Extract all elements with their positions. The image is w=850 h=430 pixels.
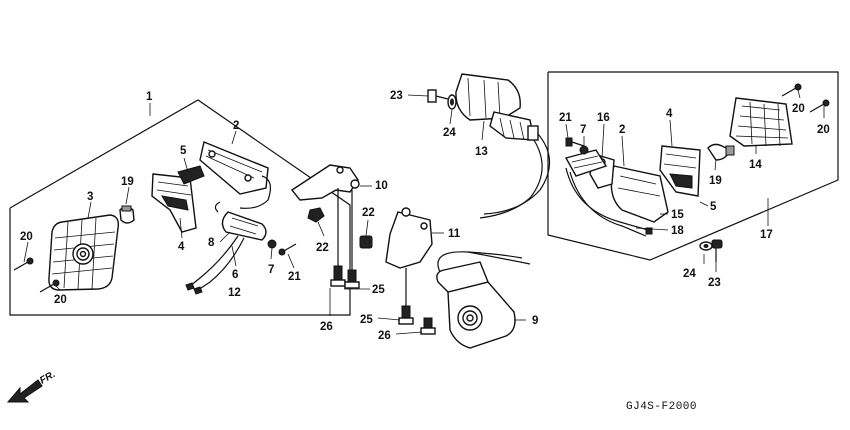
callout-2-left: 2	[233, 120, 239, 132]
turn-signal-9	[436, 251, 531, 349]
housing-4-left	[151, 173, 197, 233]
callout-10: 10	[375, 180, 388, 192]
nut-22-right	[359, 235, 373, 249]
bracket-11	[385, 207, 433, 310]
callout-5-left: 5	[180, 145, 187, 157]
bulb-19-right	[707, 143, 735, 161]
washer-24-bottom	[699, 241, 713, 251]
bulb-19-left	[119, 205, 135, 224]
nut-7-right	[579, 145, 589, 155]
callout-6: 6	[232, 269, 238, 281]
bolt-26-right	[420, 317, 436, 335]
left-assembly-outline	[9, 99, 351, 316]
wire-harness-18	[565, 167, 653, 237]
callout-18: 18	[671, 225, 684, 237]
callout-11: 11	[448, 228, 461, 240]
callout-13: 13	[475, 146, 488, 158]
callout-24-top: 24	[443, 127, 456, 139]
nut-7-left	[267, 239, 277, 249]
callout-5-right: 5	[710, 201, 717, 213]
callout-26-right: 26	[378, 330, 391, 342]
callout-7-left: 7	[268, 264, 274, 276]
callout-21-left: 21	[288, 271, 301, 283]
callout-12: 12	[228, 287, 241, 299]
lens-14	[729, 97, 793, 147]
callout-20-right-lower: 20	[817, 124, 830, 136]
callout-21-right: 21	[559, 112, 572, 124]
screw-23-bottom	[711, 239, 723, 262]
screw-20-left-lower	[39, 279, 60, 293]
callout-9: 9	[532, 315, 538, 327]
front-label: FR.	[38, 369, 57, 387]
housing-2-left	[199, 141, 272, 209]
screw-20-right-lower	[809, 99, 830, 113]
callout-19-right: 19	[709, 175, 722, 187]
callout-20-right-upper: 20	[792, 103, 805, 115]
callout-25-right: 25	[360, 314, 373, 326]
callout-17: 17	[760, 229, 773, 241]
diagram-code: GJ4S-F2000	[626, 401, 697, 413]
callout-22-left: 22	[316, 242, 329, 254]
screw-20-left-upper	[13, 257, 34, 271]
callout-24-bottom: 24	[683, 268, 696, 280]
lens-3	[48, 214, 120, 291]
callout-26-left: 26	[320, 321, 333, 333]
housing-2-right	[610, 165, 669, 223]
housing-4-right	[659, 145, 701, 197]
screw-20-right-upper	[781, 83, 802, 97]
bolt-25-right	[398, 305, 414, 325]
callout-8: 8	[208, 237, 215, 249]
nut-22-left	[307, 207, 325, 223]
callout-1: 1	[146, 91, 153, 103]
callout-25-left: 25	[372, 284, 385, 296]
turn-signal-13	[455, 73, 551, 219]
callout-20-left-upper: 20	[20, 231, 33, 243]
clip-5-left	[177, 165, 205, 185]
callout-15: 15	[671, 209, 684, 221]
callout-2-right: 2	[619, 124, 625, 136]
callout-4-left: 4	[178, 241, 185, 253]
front-direction-arrow: FR.	[6, 369, 57, 403]
right-assembly-outline	[547, 71, 839, 261]
bracket-10	[290, 164, 360, 272]
callout-4-right: 4	[666, 108, 673, 120]
callout-20-left-lower: 20	[54, 294, 67, 306]
callout-22-right: 22	[362, 207, 375, 219]
screw-21-left	[278, 243, 297, 256]
leader-lines	[23, 89, 825, 335]
callout-16: 16	[597, 112, 610, 124]
callout-7-right: 7	[580, 124, 586, 136]
washer-24-top	[447, 94, 457, 110]
bolt-25-left	[344, 269, 360, 289]
bolt-26-left	[330, 265, 346, 287]
callout-3: 3	[87, 191, 93, 203]
callout-14: 14	[749, 159, 762, 171]
screw-21-right	[565, 137, 585, 147]
callout-19-left: 19	[121, 176, 134, 188]
socket-8	[214, 201, 267, 241]
callout-23-top: 23	[390, 90, 403, 102]
callout-23-bottom: 23	[708, 277, 721, 289]
wire-harness-6	[185, 235, 245, 295]
callouts: 1 2 3 4 5 6 7 8 12 19 20 20 21 10 22 22 …	[20, 90, 830, 342]
